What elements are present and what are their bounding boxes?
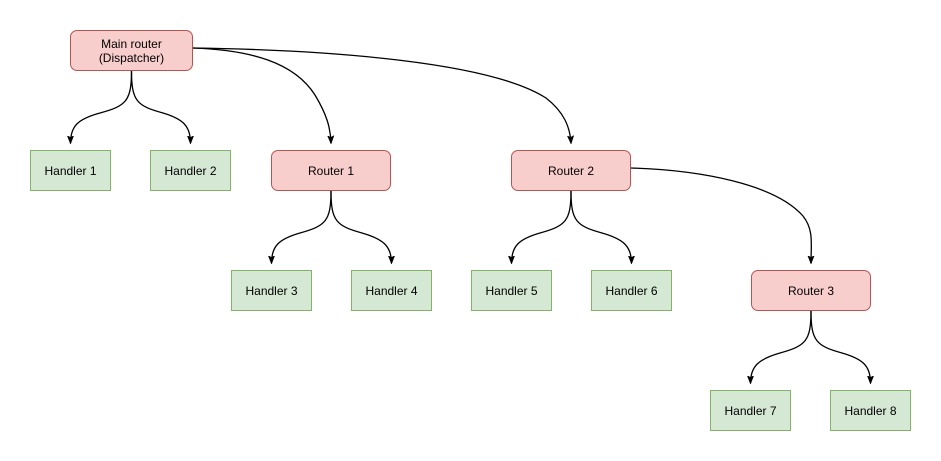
node-handler-1[interactable]: Handler 1 (30, 150, 111, 191)
node-handler-7[interactable]: Handler 7 (710, 390, 791, 431)
node-handler-2[interactable]: Handler 2 (150, 150, 231, 191)
edge-main-router-to-handler-1 (71, 70, 133, 143)
node-handler-8-label: Handler 8 (844, 403, 897, 418)
node-handler-6[interactable]: Handler 6 (591, 270, 672, 311)
edge-router-1-to-handler-3 (272, 190, 332, 263)
node-handler-7-label: Handler 7 (724, 403, 777, 418)
node-router-2-label: Router 2 (547, 163, 595, 178)
node-router-3-label: Router 3 (787, 283, 835, 298)
node-handler-3-label: Handler 3 (245, 283, 298, 298)
edge-router-2-to-handler-5 (512, 190, 572, 263)
edge-router-1-to-handler-4 (330, 190, 392, 263)
node-handler-3[interactable]: Handler 3 (231, 270, 312, 311)
node-handler-4[interactable]: Handler 4 (351, 270, 432, 311)
node-main-router-label: Main router (Dispatcher) (98, 36, 165, 65)
node-router-2[interactable]: Router 2 (511, 150, 631, 191)
edge-router-3-to-handler-7 (751, 310, 812, 383)
node-handler-4-label: Handler 4 (365, 283, 418, 298)
edge-router-3-to-handler-8 (810, 310, 871, 383)
node-router-3[interactable]: Router 3 (751, 270, 871, 311)
edge-main-router-to-router-2 (192, 47, 571, 143)
node-router-1[interactable]: Router 1 (271, 150, 391, 191)
edge-router-2-to-handler-6 (570, 190, 632, 263)
node-handler-6-label: Handler 6 (605, 283, 658, 298)
node-handler-5[interactable]: Handler 5 (471, 270, 552, 311)
node-handler-8[interactable]: Handler 8 (830, 390, 911, 431)
node-handler-2-label: Handler 2 (164, 163, 217, 178)
edge-router-2-to-router-3 (630, 167, 811, 263)
edge-main-router-to-router-1 (192, 47, 331, 143)
edge-main-router-to-handler-2 (130, 70, 191, 143)
node-main-router[interactable]: Main router (Dispatcher) (70, 30, 193, 71)
node-handler-5-label: Handler 5 (485, 283, 538, 298)
node-router-1-label: Router 1 (307, 163, 355, 178)
node-handler-1-label: Handler 1 (44, 163, 97, 178)
